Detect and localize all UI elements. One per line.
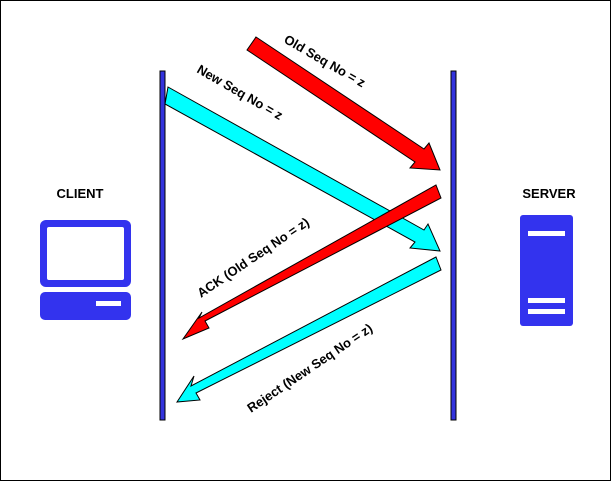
client-lifeline (159, 70, 166, 421)
reject-arrow (176, 256, 442, 403)
client-label: CLIENT (57, 186, 104, 201)
ack-arrow (181, 184, 442, 341)
computer-icon (40, 220, 131, 320)
server-icon (520, 215, 573, 326)
server-lifeline (450, 70, 457, 421)
old-seq-arrow (246, 36, 441, 171)
server-label: SERVER (522, 186, 576, 201)
new-seq-arrow (164, 86, 441, 252)
